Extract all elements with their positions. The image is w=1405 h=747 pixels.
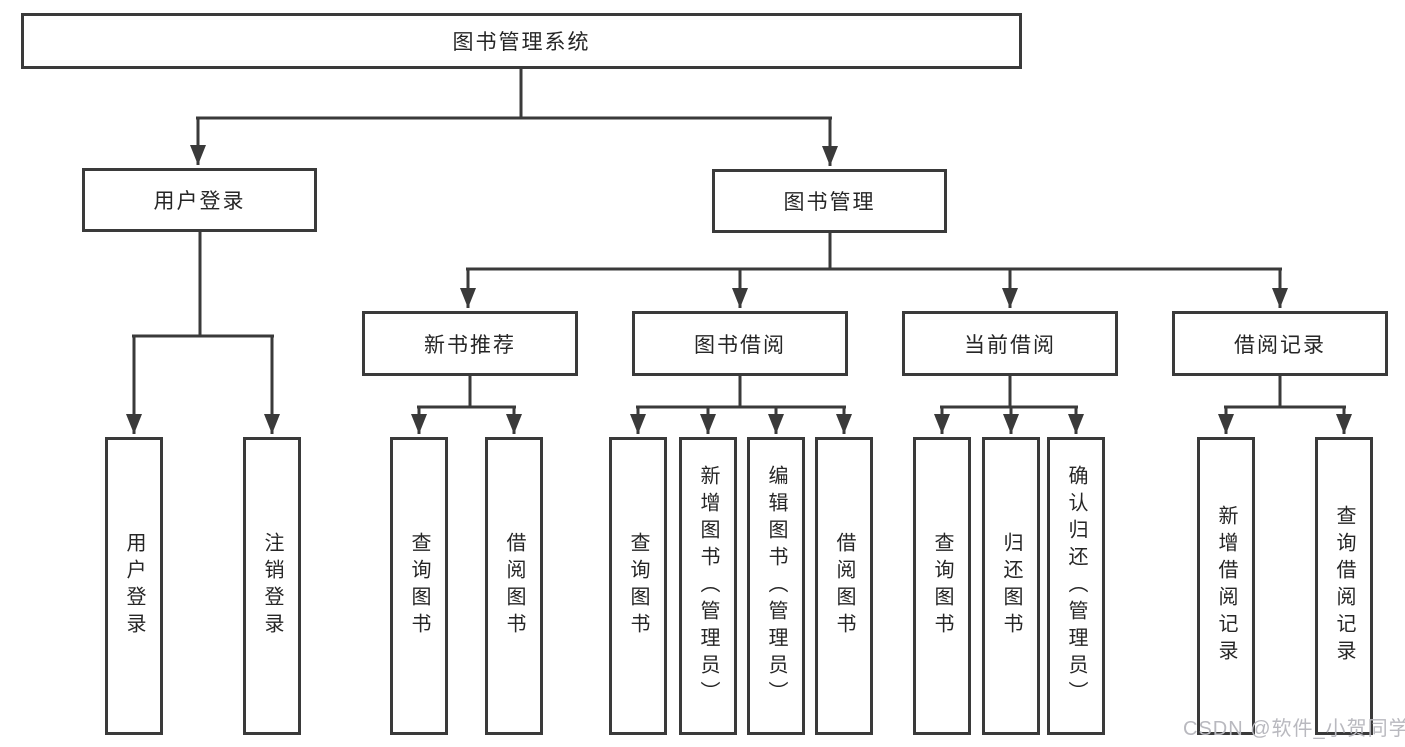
leaf-query-books-borrowing: 查询图书 bbox=[609, 437, 667, 735]
node-root: 图书管理系统 bbox=[21, 13, 1022, 69]
leaf-logout: 注销登录 bbox=[243, 437, 301, 735]
leaf-label: 新增借阅记录 bbox=[1215, 505, 1237, 667]
node-root-label: 图书管理系统 bbox=[452, 31, 591, 54]
leaf-query-books-current: 查询图书 bbox=[913, 437, 971, 735]
leaf-label: 查询借阅记录 bbox=[1333, 505, 1355, 667]
leaf-user-login: 用户登录 bbox=[105, 437, 163, 735]
leaf-label: 用户登录 bbox=[123, 532, 145, 640]
leaf-label: 查询图书 bbox=[627, 532, 649, 640]
node-borrowing-records: 借阅记录 bbox=[1172, 311, 1388, 376]
leaf-edit-book-admin: 编辑图书（管理员） bbox=[747, 437, 805, 735]
node-book-management: 图书管理 bbox=[712, 169, 947, 233]
node-book-borrowing: 图书借阅 bbox=[632, 311, 848, 376]
leaf-query-borrow-record: 查询借阅记录 bbox=[1315, 437, 1373, 735]
leaf-add-book-admin: 新增图书（管理员） bbox=[679, 437, 737, 735]
leaf-borrow-books-borrowing: 借阅图书 bbox=[815, 437, 873, 735]
leaf-query-books-recommend: 查询图书 bbox=[390, 437, 448, 735]
leaf-label: 查询图书 bbox=[408, 532, 430, 640]
leaf-confirm-return-admin: 确认归还（管理员） bbox=[1047, 437, 1105, 735]
node-current-borrowing: 当前借阅 bbox=[902, 311, 1118, 376]
node-borrowing-records-label: 借阅记录 bbox=[1234, 333, 1326, 357]
node-new-book-recommend-label: 新书推荐 bbox=[424, 333, 516, 357]
csdn-watermark: CSDN @软件_小贺同学 bbox=[1183, 718, 1405, 740]
node-user-login-label: 用户登录 bbox=[153, 190, 246, 213]
leaf-borrow-books-recommend: 借阅图书 bbox=[485, 437, 543, 735]
node-user-login: 用户登录 bbox=[82, 168, 317, 232]
leaf-label: 注销登录 bbox=[261, 532, 283, 640]
node-current-borrowing-label: 当前借阅 bbox=[964, 333, 1056, 357]
leaf-label: 借阅图书 bbox=[503, 532, 525, 640]
leaf-label: 查询图书 bbox=[931, 532, 953, 640]
leaf-label: 新增图书（管理员） bbox=[697, 464, 719, 708]
node-book-borrowing-label: 图书借阅 bbox=[694, 333, 786, 357]
node-new-book-recommend: 新书推荐 bbox=[362, 311, 578, 376]
leaf-label: 归还图书 bbox=[1000, 532, 1022, 640]
leaf-label: 编辑图书（管理员） bbox=[765, 464, 787, 708]
leaf-label: 确认归还（管理员） bbox=[1065, 464, 1087, 708]
leaf-label: 借阅图书 bbox=[833, 532, 855, 640]
leaf-return-book: 归还图书 bbox=[982, 437, 1040, 735]
leaf-add-borrow-record: 新增借阅记录 bbox=[1197, 437, 1255, 735]
node-book-management-label: 图书管理 bbox=[783, 191, 876, 214]
